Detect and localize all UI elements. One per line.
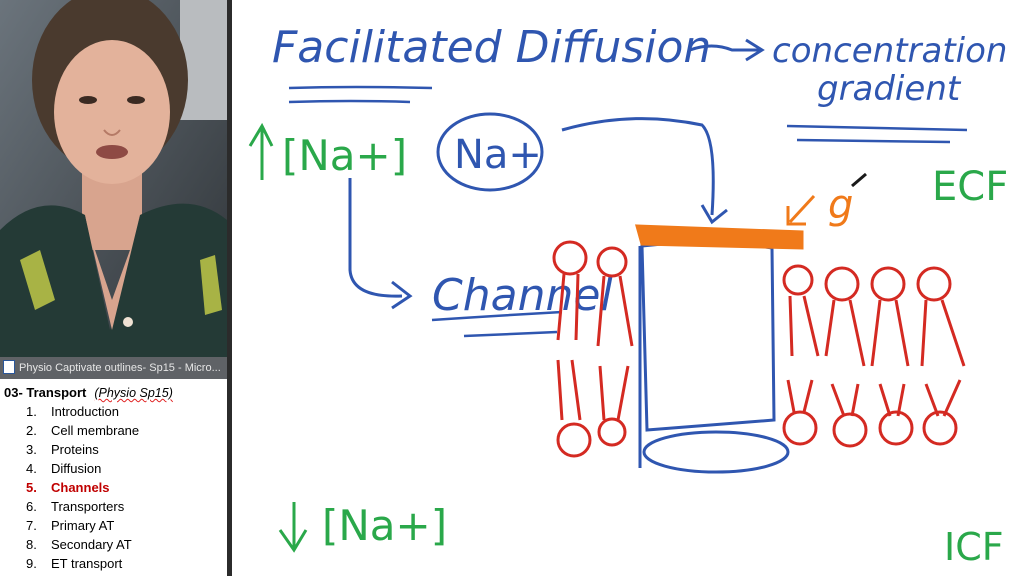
window-title: Physio Captivate outlines- Sp15 - Micro.… — [19, 362, 221, 375]
ion-label: Na+ — [454, 132, 542, 178]
low-concentration-label: [Na+] — [322, 501, 447, 550]
outline-item-label: Cell membrane — [51, 423, 140, 438]
outline-heading: 03- Transport (Physio Sp15) — [4, 385, 173, 400]
outline-item-et-transport[interactable]: 9. ET transport — [0, 556, 227, 575]
outline-item-number: 9. — [26, 556, 37, 571]
gradient-arrow-head — [745, 38, 765, 62]
outline-item-label: Diffusion — [51, 461, 102, 476]
channel-underline — [431, 310, 563, 322]
ecf-label: ECF — [932, 164, 1008, 210]
outline-item-number: 5. — [26, 480, 37, 495]
channel-underline-2 — [463, 330, 558, 338]
outline-item-channels[interactable]: 5. Channels — [0, 480, 227, 499]
concentration-label: concentration — [772, 31, 1007, 71]
outline-item-label: Channels — [51, 480, 110, 495]
whiteboard-drawing: Facilitated Diffusion concentration grad… — [248, 22, 1008, 569]
icf-label: ICF — [944, 525, 1004, 569]
gate-pointer-arrow-head — [786, 206, 806, 226]
outline-item-label: ET transport — [51, 556, 123, 571]
gradient-label: gradient — [817, 69, 962, 109]
outline-item-number: 4. — [26, 461, 37, 476]
outline-item-diffusion[interactable]: 4. Diffusion — [0, 461, 227, 480]
panel-divider — [227, 0, 232, 576]
ion-path-arrow-head — [700, 204, 728, 225]
outline-item-secondary-at[interactable]: 8. Secondary AT — [0, 537, 227, 556]
outline-item-number: 2. — [26, 423, 37, 438]
outline-item-number: 6. — [26, 499, 37, 514]
ion-circle — [436, 112, 544, 192]
channel-protein — [638, 240, 790, 474]
outline-item-transporters[interactable]: 6. Transporters — [0, 499, 227, 518]
outline-item-cell-membrane[interactable]: 2. Cell membrane — [0, 423, 227, 442]
ion-path-arrow — [561, 117, 715, 216]
outline-item-number: 8. — [26, 537, 37, 552]
phospholipid-bilayer-right — [782, 264, 966, 448]
lecture-outline: 03- Transport (Physio Sp15) 1. Introductio… — [0, 379, 227, 576]
outline-item-proteins[interactable]: 3. Proteins — [0, 442, 227, 461]
up-arrow-icon-head — [248, 122, 274, 147]
presenter-panel: Physio Captivate outlines- Sp15 - Micro.… — [0, 0, 227, 576]
outline-item-primary-at[interactable]: 7. Primary AT — [0, 518, 227, 537]
channel-pointer-arrow-head — [391, 280, 413, 310]
webcam-video — [0, 0, 227, 357]
outline-heading-subtitle: (Physio Sp15) — [94, 386, 173, 400]
phospholipid-bilayer-left — [552, 240, 634, 458]
outline-item-number: 3. — [26, 442, 37, 457]
word-document-icon — [3, 360, 15, 375]
pen-cursor-icon — [851, 172, 867, 188]
channel-gate — [635, 224, 804, 250]
outline-item-label: Primary AT — [51, 518, 115, 533]
gate-pointer-arrow — [788, 194, 816, 224]
channel-pointer-arrow — [348, 178, 403, 298]
gate-label: g — [828, 182, 853, 228]
presenter-image — [0, 0, 227, 357]
outline-item-label: Introduction — [51, 404, 119, 419]
document-window-titlebar[interactable]: Physio Captivate outlines- Sp15 - Micro.… — [0, 357, 227, 379]
gradient-underline — [786, 124, 968, 132]
gradient-underline-2 — [796, 138, 951, 144]
outline-heading-title: 03- Transport — [4, 385, 87, 400]
whiteboard-title: Facilitated Diffusion — [272, 22, 711, 73]
whiteboard-canvas: Facilitated Diffusion concentration grad… — [232, 0, 1024, 576]
outline-item-label: Transporters — [51, 499, 125, 514]
title-underline — [288, 85, 433, 90]
outline-item-number: 1. — [26, 404, 37, 419]
high-concentration-label: [Na+] — [282, 131, 407, 180]
outline-item-label: Proteins — [51, 442, 99, 457]
outline-item-number: 7. — [26, 518, 37, 533]
outline-item-label: Secondary AT — [51, 537, 132, 552]
channel-label: Channel — [432, 270, 613, 321]
outline-item-introduction[interactable]: 1. Introduction — [0, 404, 227, 423]
down-arrow-icon-head — [278, 529, 308, 553]
title-underline-2 — [288, 99, 411, 104]
gradient-arrow — [689, 44, 760, 52]
